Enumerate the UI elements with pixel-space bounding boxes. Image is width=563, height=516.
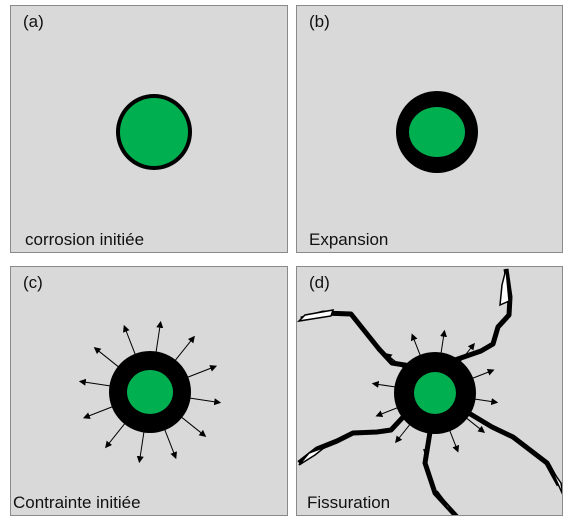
panel-tag: (b)	[309, 12, 330, 31]
stress-arrow-icon	[440, 329, 448, 356]
panel-tag: (d)	[309, 273, 330, 292]
stress-arrow-icon	[458, 342, 475, 364]
crack-tip	[436, 490, 457, 515]
stress-arrow-icon	[179, 415, 207, 437]
stress-arrow-icon	[123, 324, 137, 357]
stress-arrow-icon	[422, 430, 430, 457]
stress-arrow-icon	[173, 335, 195, 363]
stress-arrow-icon	[410, 333, 422, 358]
crack-icon	[297, 413, 407, 465]
stress-arrow-icon	[375, 406, 400, 418]
panel-corrosion-initiated: (a) corrosion initiée	[10, 5, 288, 253]
crack-icon	[300, 310, 418, 370]
stress-arrow-icon	[163, 427, 177, 460]
stress-arrow-icon	[78, 378, 113, 387]
panel-caption: corrosion initiée	[25, 230, 145, 249]
panel-caption: Contrainte initiée	[13, 493, 141, 512]
cracks	[297, 268, 562, 515]
panel-caption: Expansion	[309, 230, 389, 249]
stress-arrow-icon	[185, 365, 218, 379]
rebar-diagram-a	[116, 94, 192, 170]
stress-arrow-icon	[187, 397, 222, 406]
panel-tag: (a)	[23, 12, 44, 31]
stress-arrow-icon	[472, 398, 499, 406]
stress-arrow-icon	[82, 405, 115, 419]
crack-icon	[454, 268, 513, 363]
crack-tip	[546, 462, 562, 495]
crack-tip	[297, 309, 335, 323]
panel-cracking: (d) Fissuration	[296, 266, 563, 516]
rebar-diagram-d	[297, 268, 562, 515]
stress-arrow-icon	[155, 320, 164, 355]
stress-arrows	[78, 320, 222, 464]
rebar-core	[409, 107, 465, 157]
stress-arrow-icon	[384, 353, 406, 370]
stress-arrow-icon	[395, 422, 412, 444]
stress-arrow-icon	[105, 421, 127, 449]
rebar-core	[120, 98, 188, 166]
stress-arrow-icon	[371, 380, 398, 388]
crack-icon	[465, 409, 562, 487]
crack-tip	[499, 268, 510, 307]
rebar-diagram-c	[78, 320, 222, 464]
stress-arrow-icon	[464, 416, 486, 433]
rebar-diagram-b	[396, 91, 478, 173]
rebar-core	[127, 370, 173, 414]
stress-arrow-icon	[136, 429, 145, 464]
crack-tip	[298, 446, 326, 466]
stress-arrow-icon	[448, 428, 460, 453]
stress-arrow-icon	[470, 368, 495, 380]
panel-tag: (c)	[23, 273, 43, 292]
rebar-core	[414, 372, 456, 414]
stress-arrows	[371, 329, 499, 457]
stress-arrow-icon	[93, 347, 121, 369]
panel-expansion: (b) Expansion	[296, 5, 563, 253]
panel-stress-initiated: (c) Contrainte initiée	[10, 266, 288, 516]
crack-icon	[422, 431, 459, 515]
panel-caption: Fissuration	[307, 493, 391, 512]
